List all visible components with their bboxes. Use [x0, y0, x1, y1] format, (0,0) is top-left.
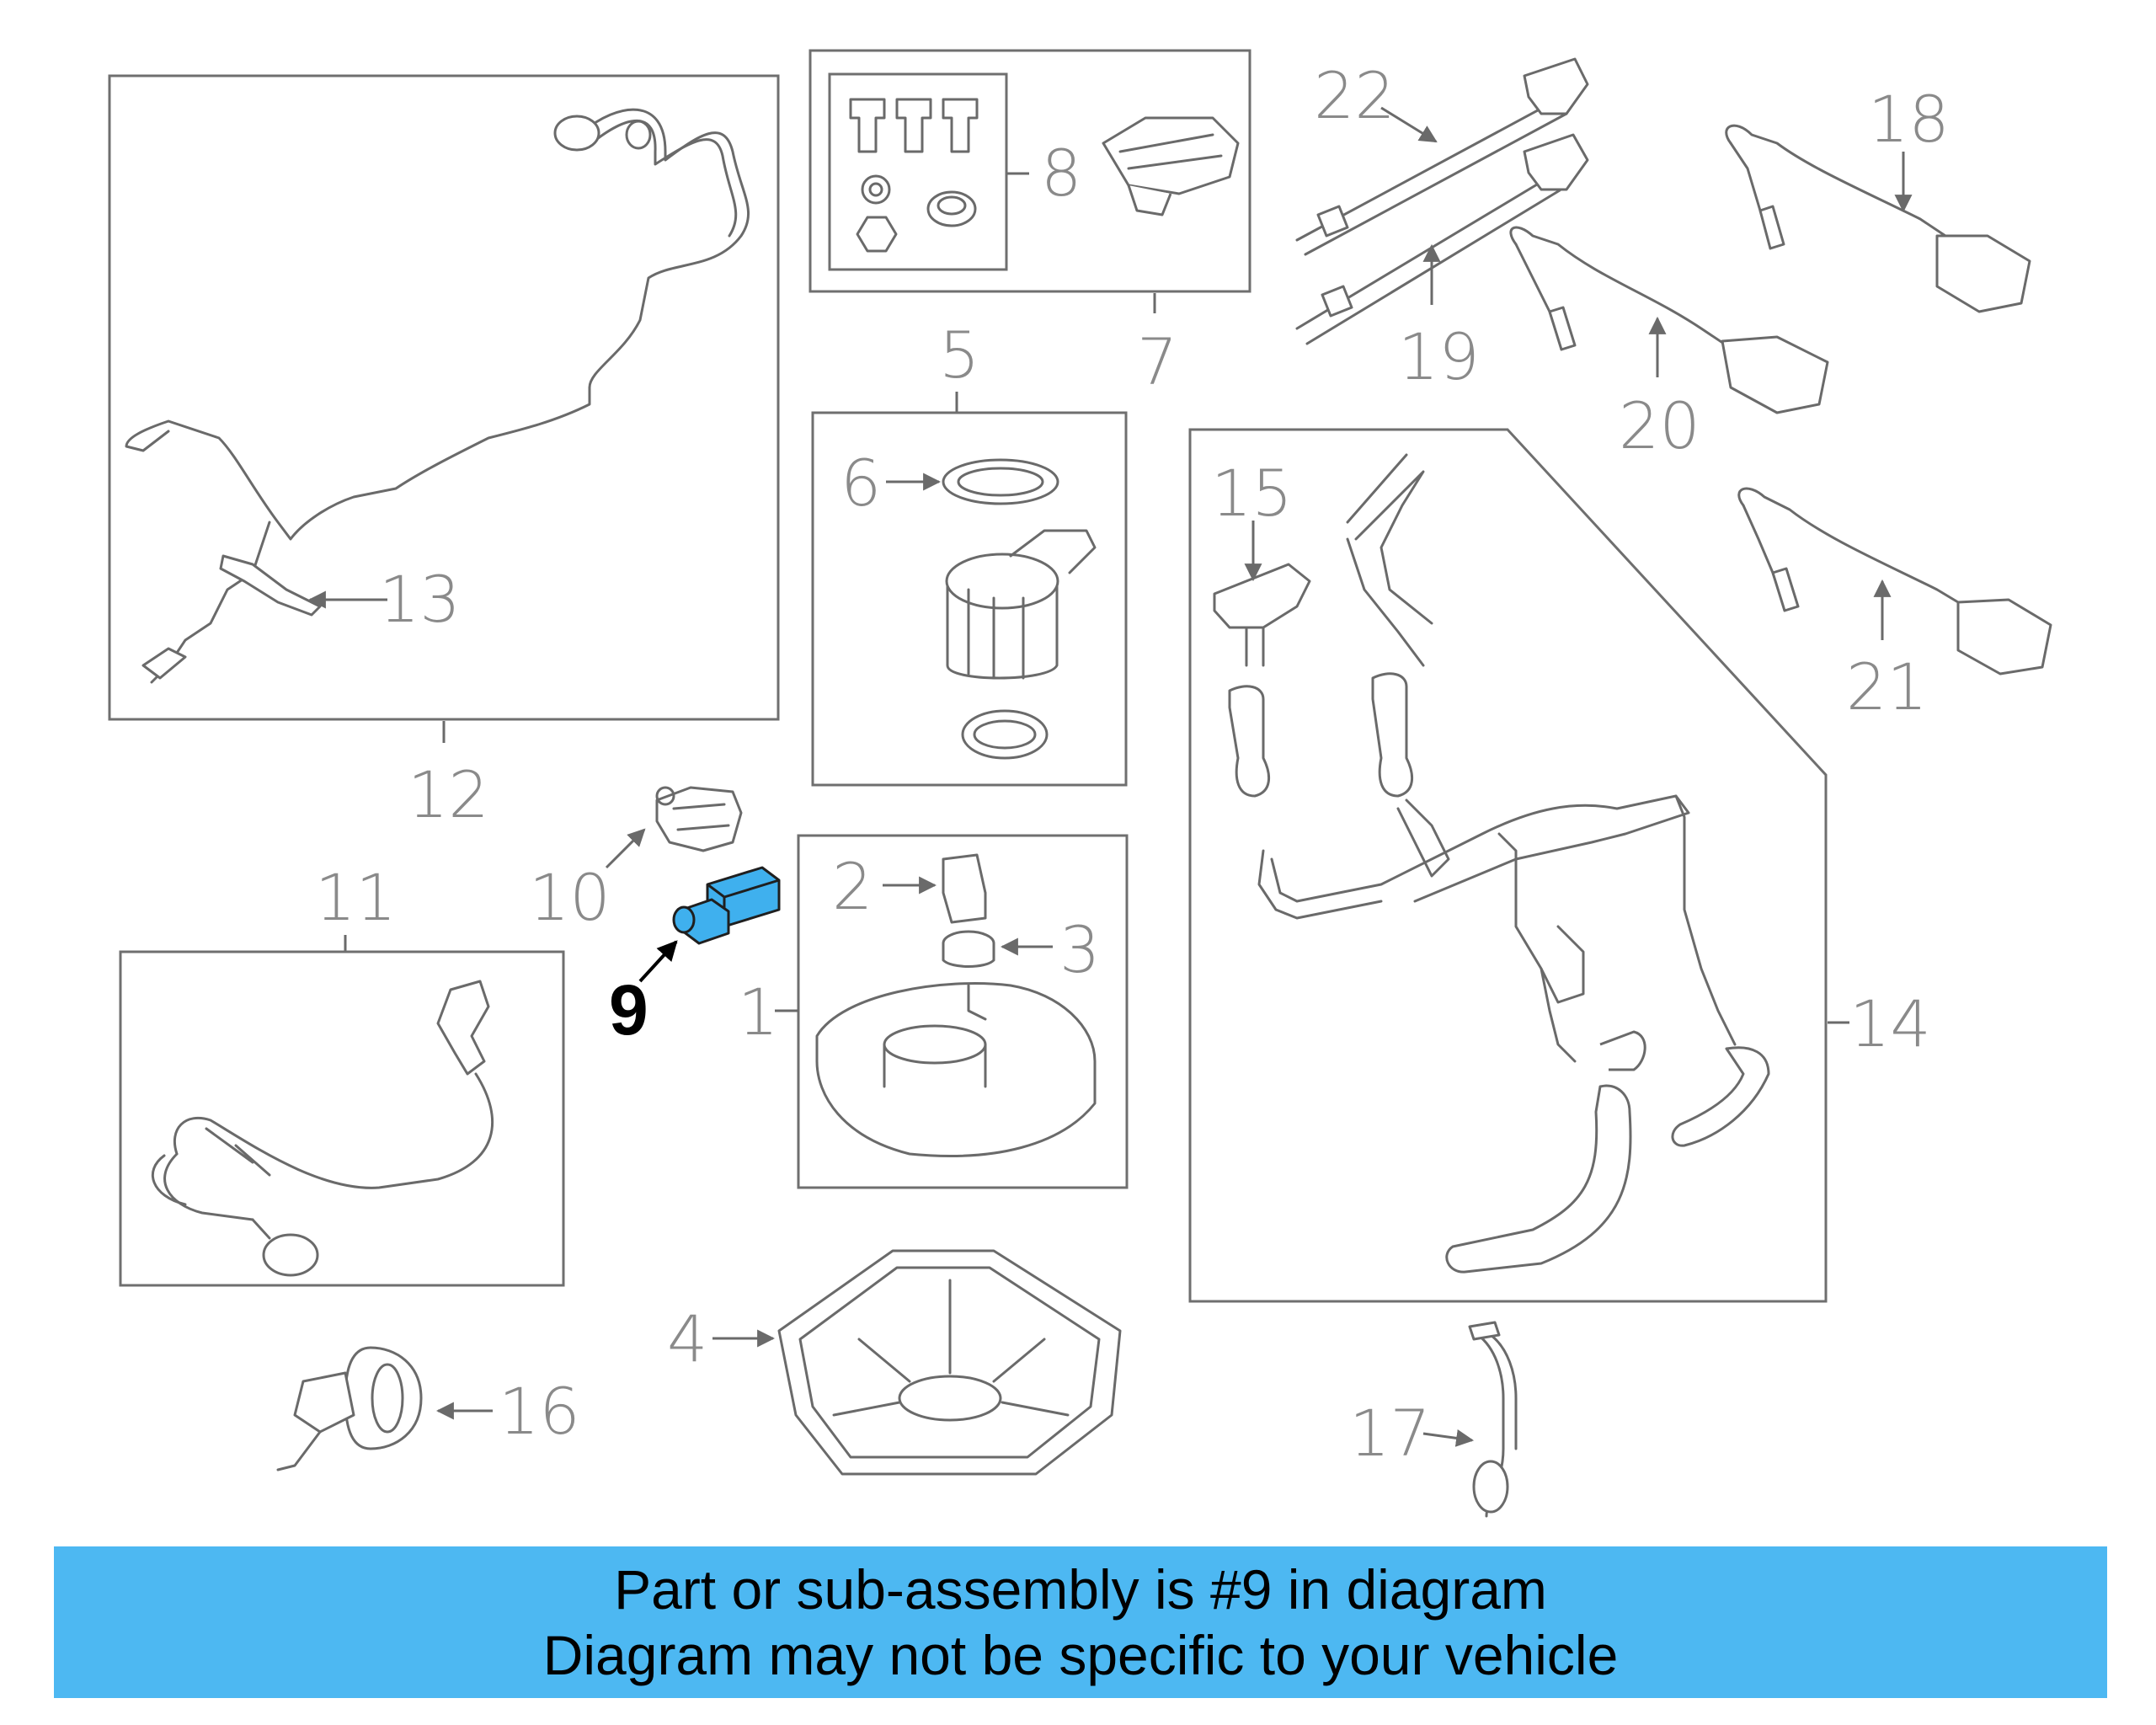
banner-line-2: Diagram may not be specific to your vehi… [542, 1624, 1619, 1686]
callout-10: 10 [529, 860, 611, 935]
pump-module-5-drawing [942, 458, 1097, 760]
hose-set-14-drawing [1213, 453, 1770, 1274]
callout-3: 3 [1059, 912, 1100, 987]
callout-1: 1 [738, 975, 778, 1049]
callout-2: 2 [832, 849, 873, 924]
callout-15: 15 [1211, 456, 1293, 531]
info-banner: Part or sub-assembly is #9 in diagram Di… [54, 1546, 2107, 1698]
sensor-lead-21-drawing [1737, 487, 2052, 676]
pump-body-7-drawing [1102, 116, 1240, 216]
sensor-lead-22-drawing [1295, 57, 1589, 256]
frame-8 [828, 72, 1008, 271]
callout-13: 13 [379, 562, 461, 637]
callout-6: 6 [841, 446, 881, 521]
frame-7 [808, 49, 1251, 293]
callout-22: 22 [1314, 58, 1396, 133]
callout-5: 5 [939, 318, 979, 393]
leader-9 [638, 940, 678, 983]
callout-7: 7 [1137, 324, 1177, 399]
frame-14 [1188, 428, 1828, 1303]
connector-10-drawing [655, 786, 743, 852]
leader-17 [1422, 1429, 1475, 1447]
callout-19: 19 [1398, 319, 1480, 394]
callout-16: 16 [499, 1374, 580, 1449]
sensor-17-drawing [1468, 1321, 1518, 1518]
frame-12 [108, 74, 780, 721]
callout-18: 18 [1868, 82, 1950, 157]
leader-10 [605, 828, 646, 869]
frame-11 [119, 950, 565, 1287]
hardware-kit-8-drawing [849, 98, 979, 253]
banner-line-1: Part or sub-assembly is #9 in diagram [614, 1558, 1547, 1621]
callout-12: 12 [408, 757, 489, 832]
leader-22 [1380, 106, 1438, 143]
sensor-harness-11-drawing [151, 980, 494, 1277]
pan-4-drawing [777, 1249, 1122, 1476]
sensor-lead-20-drawing [1509, 226, 1829, 414]
highlighted-part-9[interactable] [672, 866, 781, 945]
fuel-line-13-drawing [125, 108, 750, 684]
callout-4: 4 [667, 1301, 707, 1376]
callout-17: 17 [1349, 1396, 1431, 1471]
callout-14: 14 [1849, 986, 1931, 1061]
frame-5 [811, 411, 1128, 787]
callout-8: 8 [1041, 136, 1081, 211]
callout-9: 9 [609, 970, 648, 1049]
callout-20: 20 [1619, 388, 1700, 463]
sensor-lead-18-drawing [1725, 124, 2031, 313]
callout-11: 11 [315, 860, 397, 935]
callout-21: 21 [1846, 649, 1928, 724]
valve-16-drawing [276, 1346, 423, 1471]
tank-assembly-1-drawing [815, 853, 1097, 1157]
